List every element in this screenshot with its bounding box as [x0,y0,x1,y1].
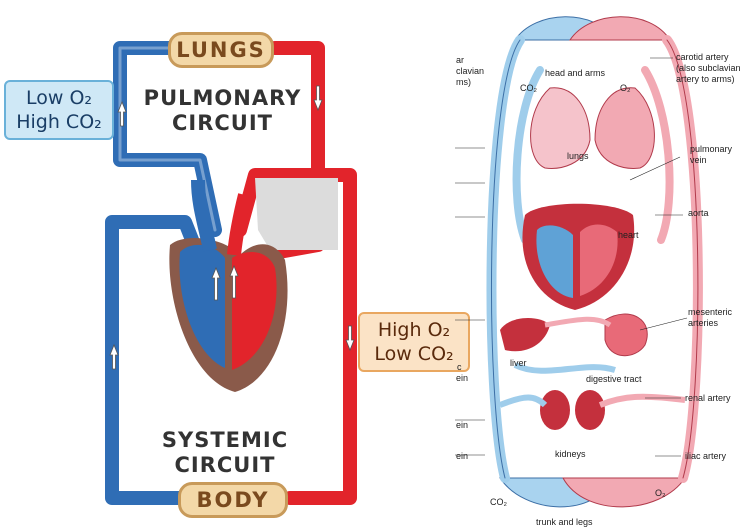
high-o2-text: High O₂ [368,318,460,342]
digestive-tract-illustration [605,314,647,356]
truncated-c-label: c [457,362,462,373]
pulmonary-vein-line1: pulmonary [690,144,732,155]
lungs-label-right: lungs [567,151,589,162]
aorta-label: aorta [688,208,709,219]
digestive-tract-label: digestive tract [586,374,642,385]
low-co2-text: Low CO₂ [368,342,460,366]
kidneys-label: kidneys [555,449,586,460]
low-o2-text: Low O₂ [14,86,104,110]
mesenteric-arteries-label: mesenteric arteries [688,307,732,329]
lungs-label: LUNGS [168,32,274,68]
mesenteric-line2: arteries [688,318,732,329]
pulmonary-title-line2: CIRCUIT [140,111,305,136]
pulmonary-circuit-title: PULMONARY CIRCUIT [140,86,305,136]
liver-illustration [500,318,550,351]
mesenteric-line1: mesenteric [688,307,732,318]
lungs-illustration [531,88,655,169]
pulmonary-vein-line2: vein [690,155,732,166]
truncated-ein-label-2: ein [456,420,468,431]
kidneys-illustration [500,390,685,430]
low-oxygen-callout: Low O₂ High CO₂ [4,80,114,140]
co2-top-label: CO₂ [520,83,537,94]
trunk-and-legs-label: trunk and legs [536,517,593,528]
truncated-subclavian-label: ar clavian ms) [456,55,484,88]
o2-bottom-label: O₂ [655,488,666,499]
body-label: BODY [178,482,288,518]
high-oxygen-callout: High O₂ Low CO₂ [358,312,470,372]
co2-bottom-label: CO₂ [490,497,507,508]
truncated-line1: ar [456,55,484,66]
carotid-line3: artery to arms) [676,74,741,85]
truncated-line2: clavian [456,66,484,77]
systemic-circuit-title: SYSTEMIC CIRCUIT [155,428,295,478]
systemic-title-line2: CIRCUIT [155,453,295,478]
carotid-line1: carotid artery [676,52,741,63]
pulmonary-title-line1: PULMONARY [140,86,305,111]
liver-label: liver [510,358,527,369]
truncated-ein-label-1: ein [456,373,468,384]
head-and-arms-label: head and arms [545,68,605,79]
carotid-artery-label: carotid artery (also subclavian artery t… [676,52,741,85]
systemic-title-line1: SYSTEMIC [155,428,295,453]
left-atrium-shading [255,178,338,250]
high-co2-text: High CO₂ [14,110,104,134]
iliac-artery-label: iliac artery [685,451,726,462]
truncated-line3: ms) [456,77,484,88]
pulmonary-vein-label: pulmonary vein [690,144,732,166]
renal-artery-label: renal artery [685,393,731,404]
o2-top-label: O₂ [620,83,631,94]
heart-label: heart [618,230,639,241]
carotid-line2: (also subclavian [676,63,741,74]
truncated-ein-label-3: ein [456,451,468,462]
capillary-bed-head [515,17,670,40]
heart-illustration-right [522,204,634,310]
